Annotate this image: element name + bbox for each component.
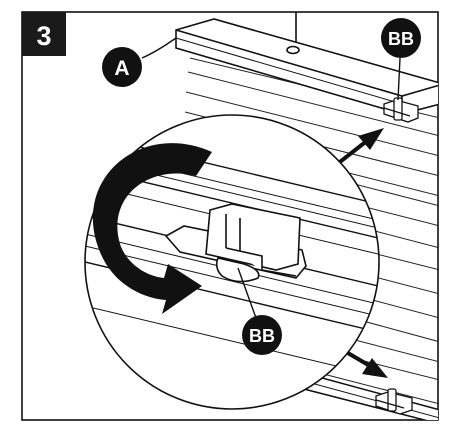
leader-line-bb-top xyxy=(397,57,401,101)
rotate-arrow-icon xyxy=(92,143,212,314)
callout-bb-top-label: BB xyxy=(388,29,414,49)
step-number: 3 xyxy=(36,21,51,51)
callout-bb-zoom-label: BB xyxy=(249,326,275,346)
callout-bb-top: BB xyxy=(381,18,421,58)
pointer-arrow-top xyxy=(334,128,384,167)
clip-bracket-magnified xyxy=(164,203,307,283)
zoom-detail xyxy=(84,114,380,410)
callout-a: A xyxy=(102,47,142,87)
callout-a-label: A xyxy=(114,57,129,80)
callout-bb-zoom: BB xyxy=(242,315,282,355)
leader-line-a xyxy=(141,37,177,59)
leader-line-bb-zoom xyxy=(237,267,257,319)
bracket-top xyxy=(383,97,419,123)
bracket-bottom xyxy=(375,388,413,415)
step-number-badge: 3 xyxy=(22,12,66,56)
